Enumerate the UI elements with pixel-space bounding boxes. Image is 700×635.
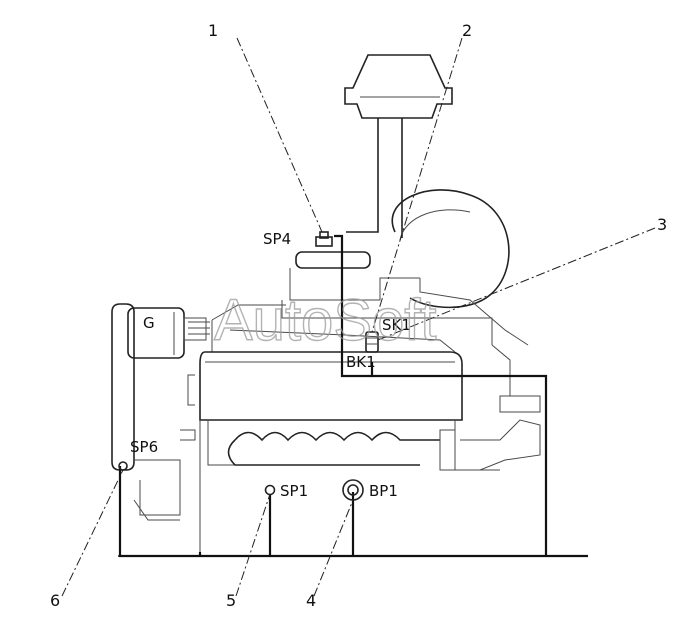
callout-4: 4 — [306, 591, 316, 610]
callout-2: 2 — [462, 21, 472, 40]
callout-1: 1 — [208, 21, 218, 40]
turbo-housing — [391, 189, 510, 309]
wiring-harness — [118, 234, 588, 558]
generator-letter: G — [143, 314, 155, 332]
callout-3: 3 — [657, 215, 667, 234]
watermark: AutoSoft — [214, 288, 436, 353]
label-bp1: BP1 — [369, 482, 398, 500]
callout-6: 6 — [50, 591, 60, 610]
callout-5: 5 — [226, 591, 236, 610]
generator: G — [111, 303, 210, 521]
exhaust-manifold — [227, 344, 541, 471]
label-sp4: SP4 — [263, 230, 291, 248]
label-sp1: SP1 — [280, 482, 308, 500]
label-sp6: SP6 — [130, 438, 158, 456]
label-bk1: BK1 — [346, 353, 376, 371]
leader-lines — [61, 37, 656, 597]
air-filter — [344, 54, 453, 238]
sensor-sp1 — [264, 484, 276, 496]
label-sk1: SK1 — [382, 316, 411, 334]
sensor-sp4 — [315, 231, 333, 247]
